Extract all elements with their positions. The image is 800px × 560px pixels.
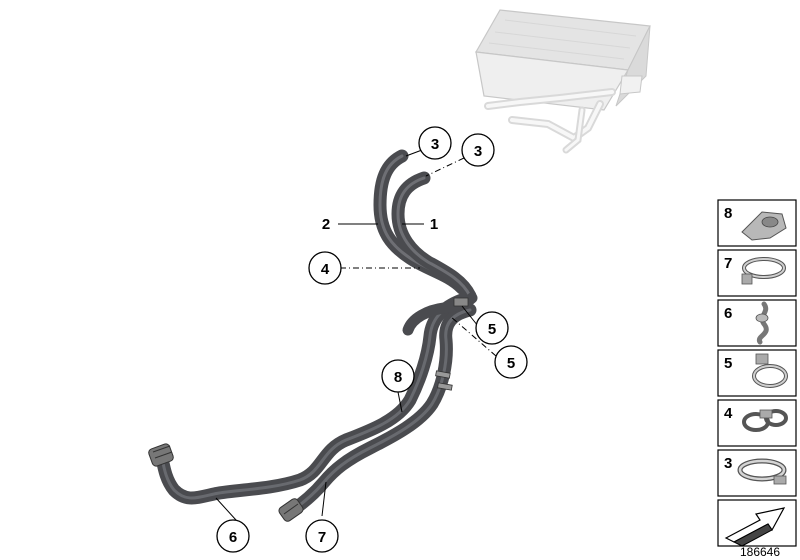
direction-arrow-icon	[724, 507, 786, 547]
callout-5b: 5	[494, 345, 528, 379]
diagram-id: 186646	[740, 545, 780, 559]
heater-core	[475, 9, 651, 154]
hose-clip-icon	[741, 211, 787, 241]
legend-number-6: 6	[724, 305, 732, 322]
hose-clamp-icon	[737, 458, 787, 485]
label-1: 1	[430, 216, 438, 233]
svg-text:3: 3	[474, 143, 482, 160]
label-2: 2	[322, 216, 330, 233]
callout-6: 6	[216, 519, 250, 553]
svg-text:6: 6	[229, 529, 237, 546]
parts-legend: 8 7 6 5 4	[717, 199, 797, 547]
callout-7: 7	[305, 519, 339, 553]
legend-number-5: 5	[724, 355, 732, 372]
connector-bottom	[278, 498, 304, 522]
legend-number-4: 4	[724, 405, 733, 422]
callout-3b: 3	[461, 133, 495, 167]
svg-text:4: 4	[321, 261, 330, 278]
clamp-band-icon	[741, 257, 786, 285]
callout-5a: 5	[475, 311, 509, 345]
svg-text:5: 5	[507, 355, 515, 372]
legend-number-8: 8	[724, 205, 732, 222]
hose-assembly	[148, 149, 478, 522]
callout-4: 4	[308, 251, 342, 285]
callout-8: 8	[381, 359, 415, 393]
callout-3a: 3	[418, 126, 452, 160]
svg-text:8: 8	[394, 369, 402, 386]
hose-8	[155, 293, 469, 505]
hose-7	[283, 303, 477, 519]
double-clamp-icon	[742, 409, 788, 432]
spring-clamp-icon	[752, 353, 788, 388]
connector-left	[148, 443, 174, 467]
legend-number-3: 3	[724, 455, 732, 472]
svg-text:3: 3	[431, 136, 439, 153]
hose-1	[391, 171, 477, 303]
svg-text:5: 5	[488, 321, 496, 338]
legend-number-7: 7	[724, 255, 732, 272]
svg-text:7: 7	[318, 529, 326, 546]
hose-holder-icon	[755, 301, 769, 345]
